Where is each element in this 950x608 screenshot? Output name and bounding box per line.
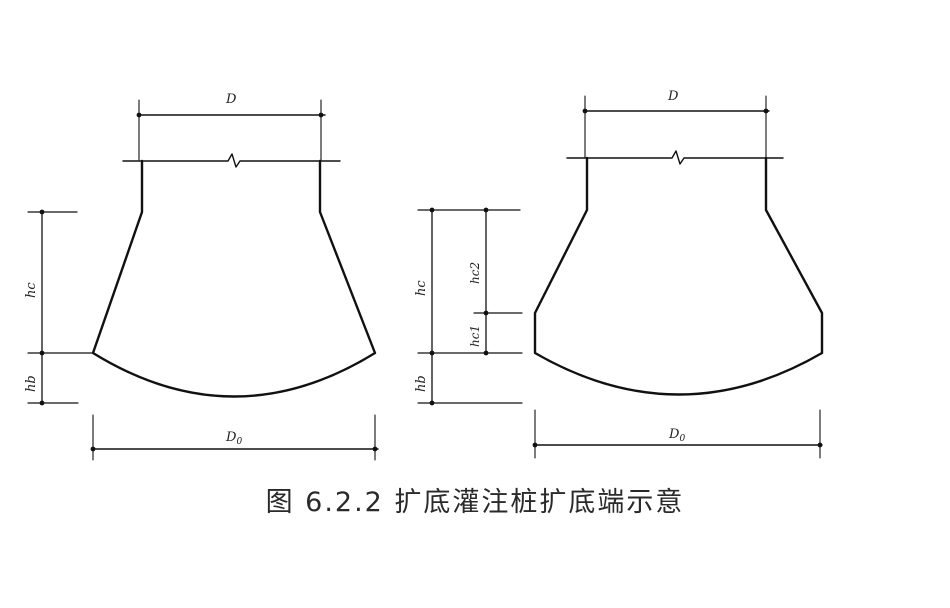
right-d0-main: D	[668, 427, 680, 442]
right-pile-figure	[417, 95, 824, 459]
right-tick-top-outer	[429, 207, 435, 213]
left-d0-main: D	[225, 430, 237, 445]
right-tick-mid-inner	[483, 350, 489, 356]
right-d-label: D	[667, 89, 679, 104]
right-tick-knee-inner	[483, 310, 489, 316]
figure-caption: 图 6.2.2 扩底灌注桩扩底端示意	[265, 487, 685, 518]
left-tick-top	[39, 209, 45, 215]
left-d0-tick-left	[90, 446, 96, 452]
right-tick-top-inner	[483, 207, 489, 213]
right-hb-label: hb	[414, 375, 429, 392]
right-d0-sub: 0	[679, 434, 685, 444]
right-tick-bot-outer	[429, 400, 435, 406]
left-tick-mid	[39, 350, 45, 356]
right-break-line	[566, 150, 784, 165]
right-pile-outline	[533, 156, 824, 396]
right-d-tick-right	[763, 108, 769, 114]
right-hc1-label: hc1	[468, 325, 482, 347]
left-d0-tick-right	[372, 446, 378, 452]
left-pile-figure	[27, 99, 379, 461]
left-d-tick-right	[318, 112, 324, 118]
right-d0-tick-left	[532, 442, 538, 448]
right-tick-mid-outer	[429, 350, 435, 356]
right-d0-tick-right	[817, 442, 823, 448]
left-pile-outline	[91, 159, 377, 398]
right-d0-label: D0	[668, 427, 685, 444]
right-hc2-label: hc2	[468, 262, 482, 284]
left-d0-label: D0	[225, 430, 242, 447]
left-hc-label: hc	[24, 282, 39, 298]
left-d-label: D	[225, 92, 237, 107]
left-hb-label: hb	[24, 375, 39, 392]
left-d-tick-left	[136, 112, 142, 118]
right-hc-label: hc	[414, 280, 429, 296]
left-d0-sub: 0	[236, 437, 242, 447]
right-d-tick-left	[582, 108, 588, 114]
left-tick-bot	[39, 400, 45, 406]
left-break-line	[122, 153, 341, 168]
